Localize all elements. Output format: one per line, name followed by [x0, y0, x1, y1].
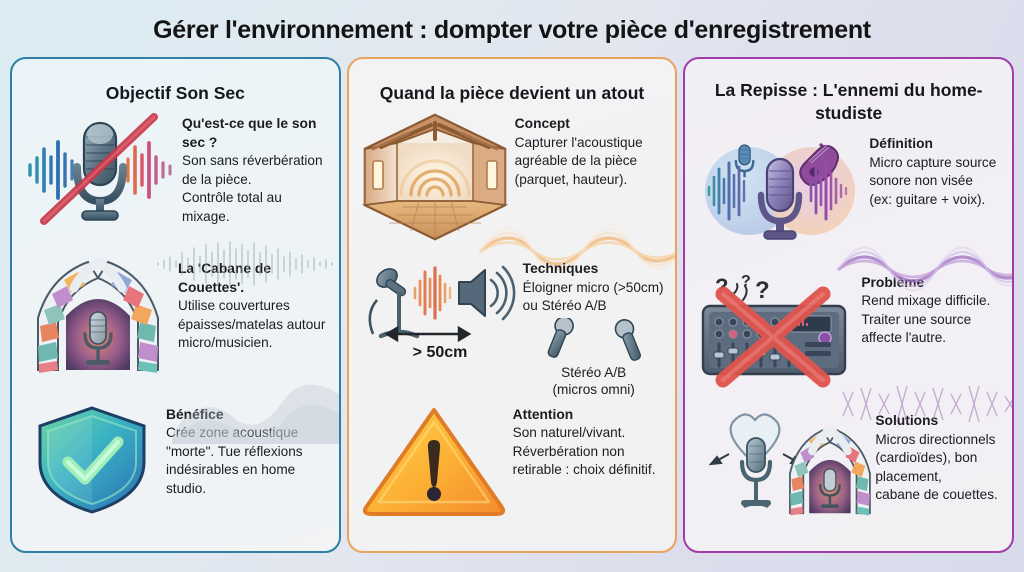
item-cabane-de-couettes: La 'Cabane de Couettes'. Utilise couvert…	[22, 241, 333, 399]
item-techniques: > 50cm Techniques Éloigner micro (>50cm)…	[359, 227, 676, 399]
panel-piece-atout: Quand la pièce devient un atout	[346, 57, 678, 553]
warning-triangle-icon	[359, 400, 509, 518]
svg-text:?: ?	[755, 277, 770, 304]
panel-1-rows: Qu'est-ce que le son sec ? Son sans réve…	[22, 109, 339, 545]
item-heading: Solutions	[875, 413, 939, 429]
item-heading: Techniques	[522, 261, 599, 277]
stereo-ab-mics-icon	[547, 317, 641, 361]
item-text-2-3: Attention Son naturel/vivant.Réverbérati…	[513, 400, 666, 480]
item-heading: Problème	[861, 274, 925, 290]
distance-label: > 50cm	[412, 344, 468, 362]
stereo-caption: Stéréo A/B(micros omni)	[552, 364, 635, 397]
item-heading: Définition	[869, 136, 933, 151]
item-text-3-2: Problème Rend mixage difficile.Traiter u…	[861, 268, 1002, 348]
panel-title-3: La Repisse : L'ennemi du home-studiste	[714, 80, 983, 123]
item-solutions: Solutions Micros directionnels(cardioïde…	[695, 386, 1013, 545]
mic-bleed-guitar-voice-icon	[695, 129, 865, 247]
svg-text:?: ?	[741, 273, 751, 290]
item-probleme: ? ? ?	[695, 246, 1013, 407]
item-text-1-3: Bénéfice Crée zone acoustique"morte". Tu…	[166, 400, 329, 499]
item-body: Éloigner micro (>50cm)ou Stéréo A/B	[522, 279, 664, 314]
item-qu-est-ce-que-le-son-sec: Qu'est-ce que le son sec ? Son sans réve…	[22, 109, 329, 254]
item-text-1-1: Qu'est-ce que le son sec ? Son sans réve…	[182, 109, 329, 226]
crossed-mixing-desk-icon: ? ? ?	[695, 268, 857, 390]
panels-container: Objectif Son Sec	[0, 57, 1024, 553]
page-title: Gérer l'environnement : dompter votre pi…	[153, 16, 871, 44]
item-text-2-2: Techniques Éloigner micro (>50cm)ou Stér…	[523, 254, 669, 398]
item-heading: Attention	[512, 406, 574, 422]
item-body: Rend mixage difficile.Traiter une source…	[861, 293, 991, 346]
panel-title-2: Quand la pièce devient un atout	[379, 83, 645, 103]
item-body: Crée zone acoustique"morte". Tue réflexi…	[166, 425, 303, 496]
wooden-room-reverb-icon	[359, 109, 511, 245]
duvet-fort-microphone-icon	[22, 254, 174, 376]
item-benefice: Bénéfice Crée zone acoustique"morte". Tu…	[22, 384, 339, 545]
item-heading: Bénéfice	[166, 406, 224, 422]
panel-title-1: Objectif Son Sec	[105, 83, 245, 103]
cardioid-mic-and-duvet-fort-icon	[695, 406, 872, 524]
item-attention: Attention Son naturel/vivant.Réverbérati…	[359, 400, 666, 545]
item-heading: Concept	[514, 116, 570, 131]
item-heading: Qu'est-ce que le son sec ?	[182, 116, 317, 150]
mic-distance-speaker-icon: > 50cm	[359, 254, 519, 364]
panel-la-repisse: La Repisse : L'ennemi du home-studiste	[683, 57, 1015, 553]
item-text-3-3: Solutions Micros directionnels(cardioïde…	[875, 406, 1002, 505]
shield-check-icon	[22, 400, 162, 520]
panel-objectif-son-sec: Objectif Son Sec	[10, 57, 341, 553]
item-heading: La 'Cabane de Couettes'.	[178, 261, 271, 295]
crossed-microphone-icon	[22, 109, 178, 227]
item-text-1-2: La 'Cabane de Couettes'. Utilise couvert…	[178, 254, 329, 353]
